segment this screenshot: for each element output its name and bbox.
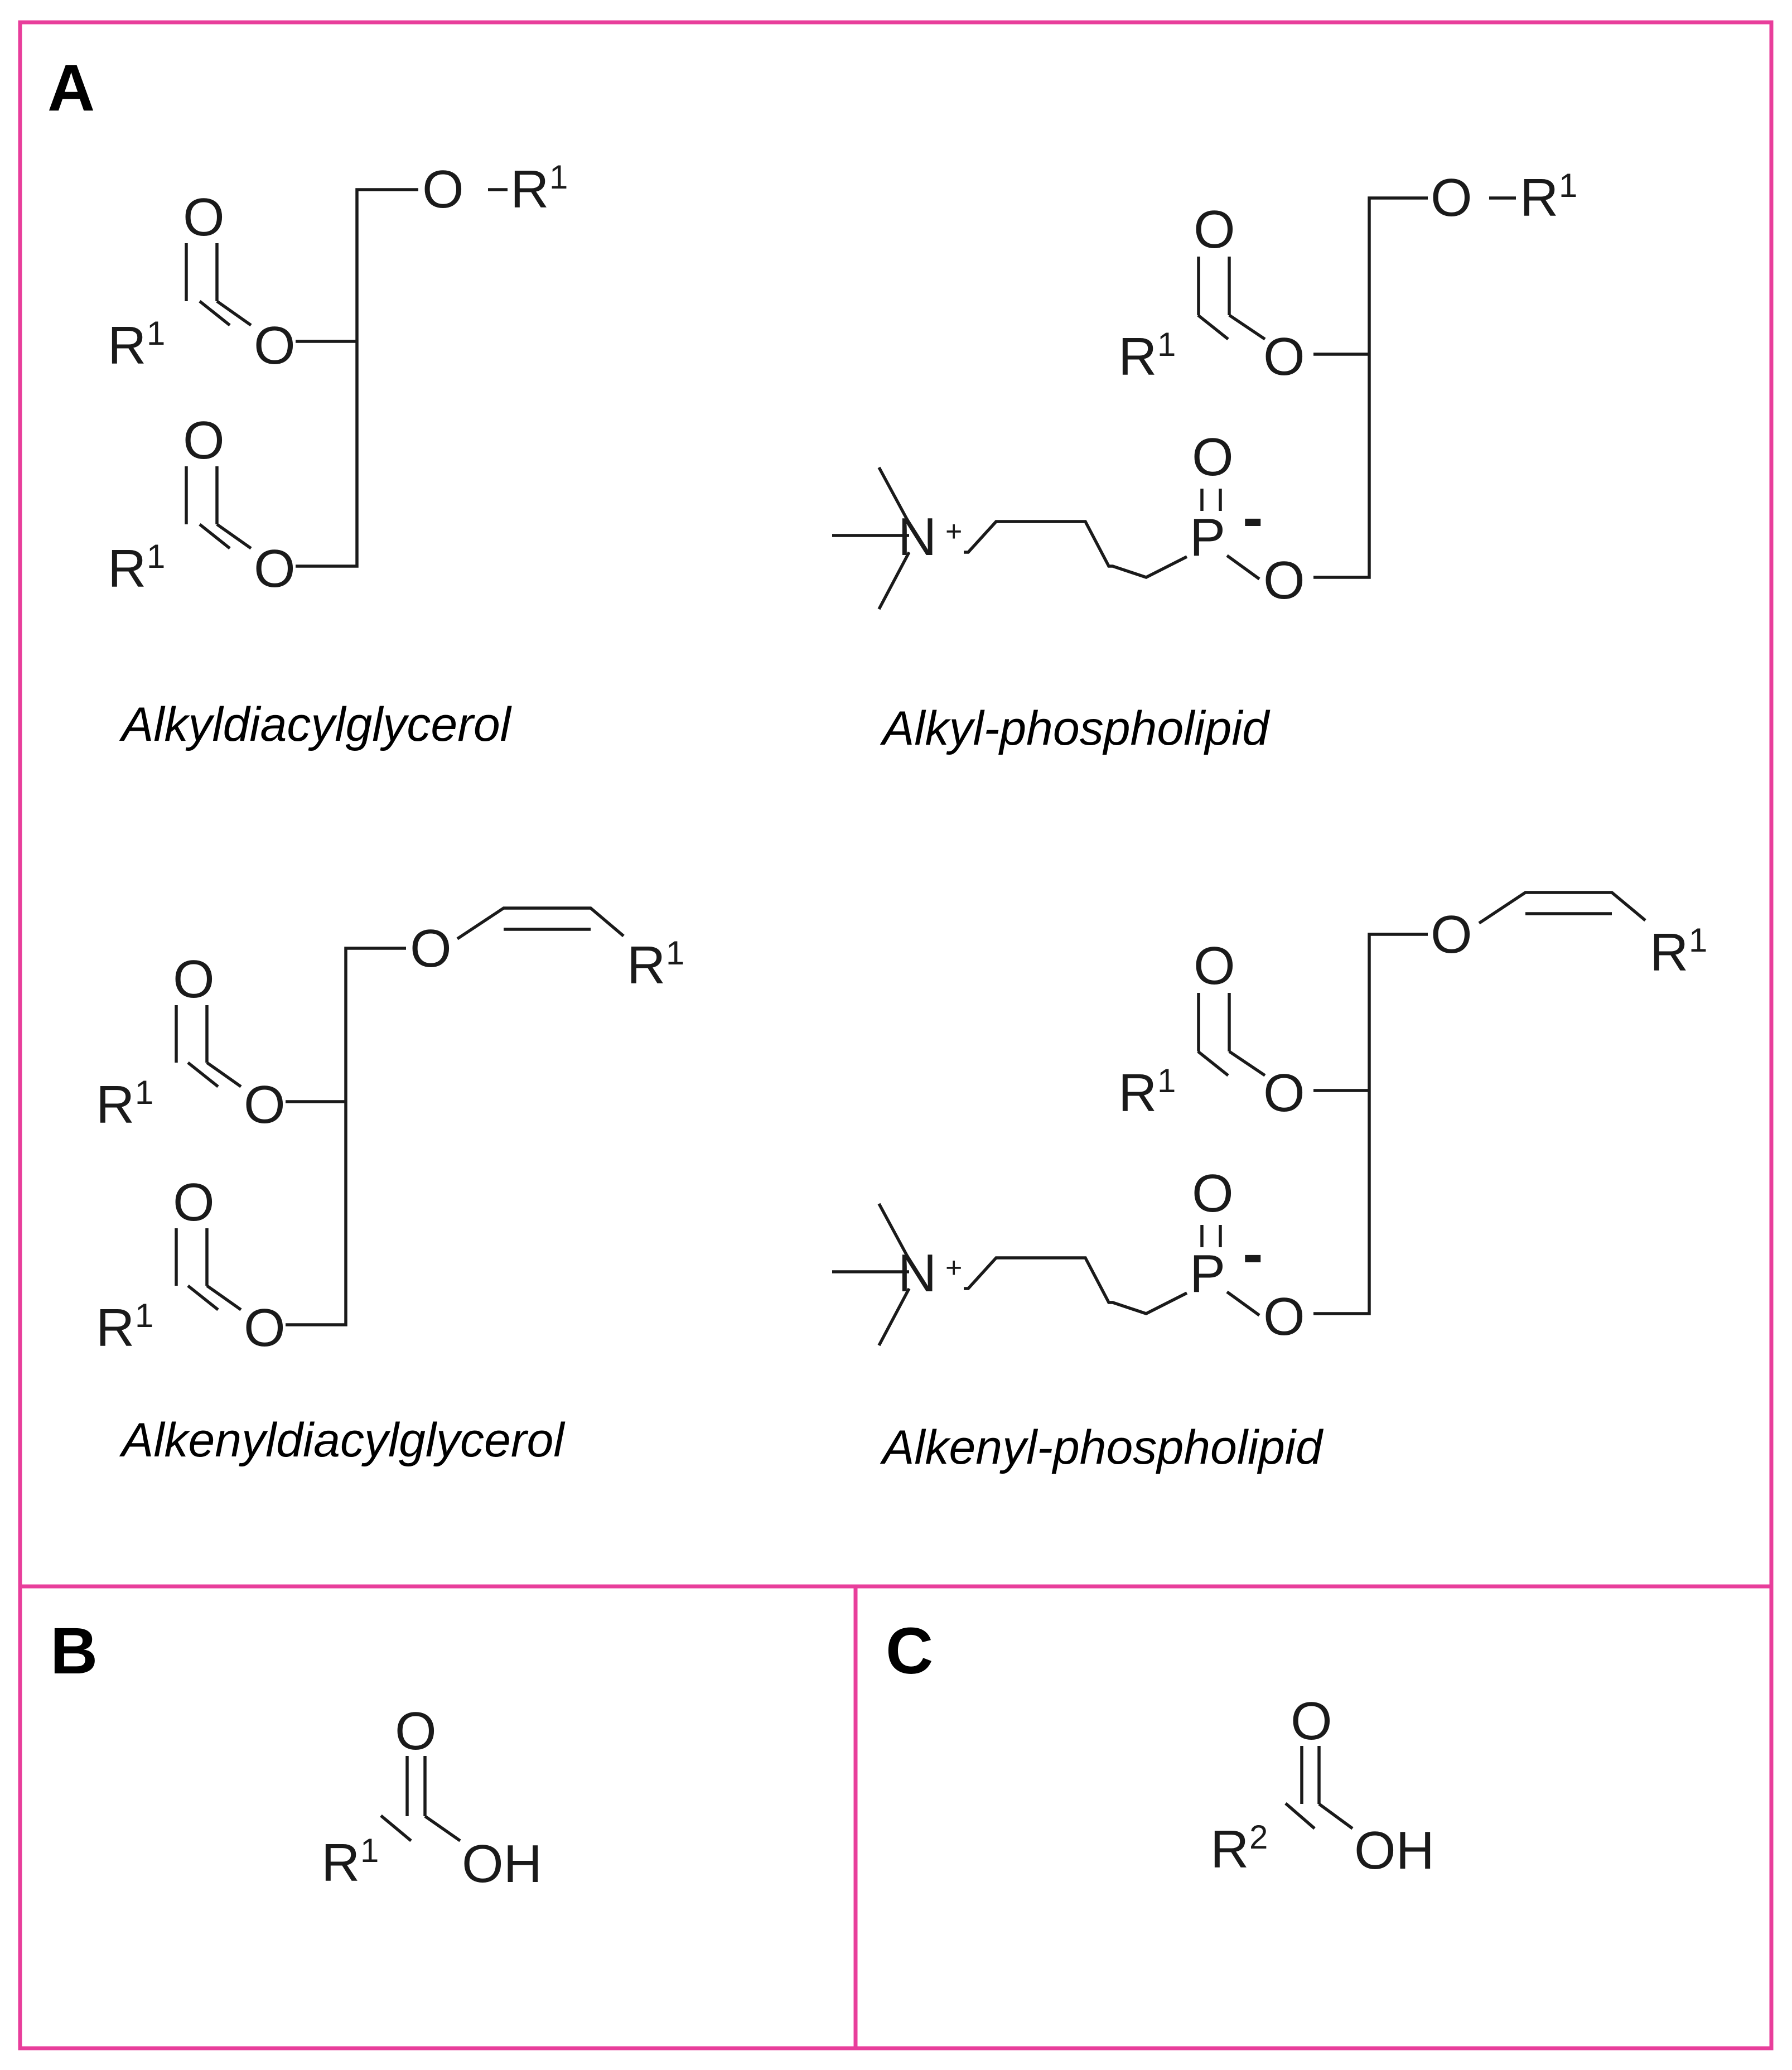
phosphate-negative-charge: - [1243,1219,1263,1288]
panel-a-letter: A [47,51,95,125]
hydroxyl-group: OH [1354,1821,1434,1880]
phosphate-negative-charge: - [1243,483,1263,552]
panel-frames [18,20,1774,2050]
ether-oxygen: O [1431,168,1472,228]
acyl-2-r-group: R [96,1298,134,1358]
vinyl-ether-bonds [1478,891,1646,925]
carbonyl-oxygen: O [395,1701,437,1761]
panel-b-frame [18,1584,858,2050]
phosphate-bonds [964,489,1260,581]
acyl-carbonyl-oxygen: O [1194,200,1235,259]
panel-c-frame [853,1584,1774,2050]
vinyl-ether-oxygen: O [1431,905,1472,964]
hydroxyl-group: OH [462,1834,542,1894]
acyl-1-ester-oxygen: O [244,1075,286,1135]
acyl-2-ester-oxygen: O [254,539,296,599]
phosphoryl-oxygen: O [1192,1164,1234,1223]
acyl-2-r-superscript: 1 [135,1297,153,1334]
alkenyl-r-group: R [627,935,665,995]
acyl-1-r-superscript: 1 [135,1074,153,1111]
alkenyl-r-group: R [1650,923,1688,982]
acyl-2-carbonyl-oxygen: O [183,411,225,470]
carboxyl-bonds [380,1756,461,1842]
phosphate-ester-oxygen: O [1263,1287,1305,1347]
acyl-carbonyl-oxygen: O [1194,936,1235,996]
caption-alkenyl-phospholipid: Alkenyl-phospholipid [880,1421,1324,1474]
acyl-1-r-group: R [96,1075,134,1135]
methyl-bonds [832,466,911,610]
structure-alkenyl-phospholipid: O R 1 O R 1 O O P - O N + [832,891,1707,1347]
phosphorus: P [1190,508,1225,567]
acyl-1-bonds [175,1005,242,1088]
acyl-2-bonds [175,1228,242,1311]
acyl-bonds [1197,257,1266,341]
r2-superscript: 2 [1249,1818,1268,1856]
phosphorus: P [1190,1244,1225,1304]
glycerol-backbone-bonds [296,188,418,568]
acyl-2-r-superscript: 1 [147,538,165,575]
phosphate-bonds [964,1225,1260,1317]
alkyl-r-superscript: 1 [549,158,568,196]
caption-alkyl-phospholipid: Alkyl-phospholipid [880,702,1271,755]
acyl-1-bonds [185,243,252,327]
acyl-r-group: R [1118,1063,1157,1123]
acyl-r-superscript: 1 [1157,326,1176,363]
carbonyl-oxygen: O [1291,1691,1332,1751]
structure-alkyl-phospholipid: O R 1 O R 1 O O P - O N + [832,167,1577,610]
structure-fatty-acid-r1: O R 1 OH [321,1701,542,1894]
glycerol-backbone-bonds [286,947,406,1326]
structure-alkyldiacylglycerol: O R 1 O R 1 O O R 1 O [108,158,568,599]
ammonium-nitrogen: N [898,1243,936,1303]
acyl-1-carbonyl-oxygen: O [173,949,215,1009]
acyl-r-superscript: 1 [1157,1062,1176,1099]
acyl-1-r-group: R [108,316,146,375]
acyl-2-r-group: R [108,539,146,599]
alkenyl-r-superscript: 1 [666,934,684,972]
vinyl-ether-bonds [456,906,625,940]
r1-group: R [321,1833,360,1893]
ether-oxygen: O [422,160,464,219]
acyl-2-ester-oxygen: O [244,1298,286,1358]
acyl-1-r-superscript: 1 [147,315,165,352]
acyl-1-ester-oxygen: O [254,316,296,375]
structure-alkenyldiacylglycerol: O R 1 O R 1 O O R 1 O [96,906,684,1358]
caption-alkenyldiacylglycerol: Alkenyldiacylglycerol [119,1413,566,1467]
carboxyl-bonds [1284,1746,1354,1830]
panel-b-letter: B [50,1614,98,1688]
alkyl-r-group: R [510,160,549,219]
alkyl-r-group: R [1520,168,1558,228]
methyl-bonds [832,1203,911,1347]
r1-superscript: 1 [360,1832,379,1869]
acyl-2-carbonyl-oxygen: O [173,1172,215,1232]
alkenyl-r-superscript: 1 [1689,921,1707,959]
acyl-r-group: R [1118,327,1157,387]
phosphoryl-oxygen: O [1192,427,1234,487]
r2-group: R [1210,1820,1249,1879]
phosphate-ester-oxygen: O [1263,551,1305,610]
panel-c-letter: C [886,1614,933,1688]
acyl-2-bonds [185,466,252,550]
vinyl-ether-oxygen: O [410,919,452,978]
acyl-1-carbonyl-oxygen: O [183,187,225,247]
alkyl-r-superscript: 1 [1559,167,1577,204]
acyl-ester-oxygen: O [1263,1063,1305,1123]
ammonium-nitrogen: N [898,507,936,567]
acyl-ester-oxygen: O [1263,327,1305,387]
glycerol-backbone-bonds [1313,196,1428,579]
ammonium-positive-charge: + [945,515,962,548]
acyl-bonds [1197,993,1266,1077]
ammonium-positive-charge: + [945,1252,962,1284]
structure-fatty-acid-r2: O R 2 OH [1210,1691,1434,1880]
glycerol-backbone-bonds [1313,933,1428,1315]
caption-alkyldiacylglycerol: Alkyldiacylglycerol [119,698,513,751]
